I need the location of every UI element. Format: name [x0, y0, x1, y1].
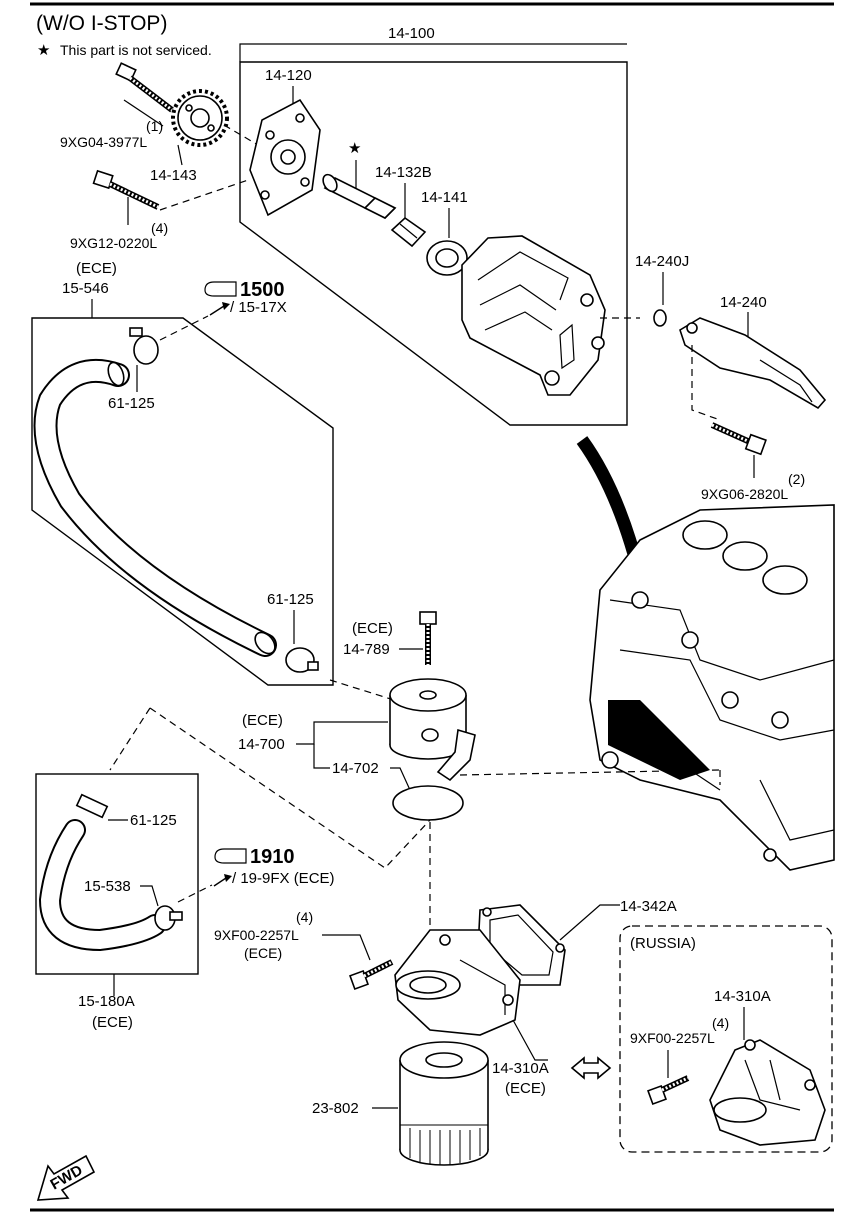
label-61-125-b[interactable]: 61-125: [267, 591, 314, 608]
ref-15-17x[interactable]: / 15-17X: [230, 299, 287, 316]
bolt-9xg06-2820l[interactable]: [710, 422, 767, 456]
label-15-546[interactable]: 15-546: [62, 280, 109, 297]
dash-sprocket: [223, 124, 259, 146]
ring-14-240j[interactable]: [653, 309, 667, 327]
leader-14-702: [390, 767, 411, 791]
group-box-14-100: [239, 61, 628, 426]
bolt-d-ece: (ECE): [352, 620, 393, 637]
hose-15-180a[interactable]: [38, 819, 166, 952]
cooler-ece: (ECE): [242, 712, 283, 729]
star-mark: ★: [348, 140, 361, 157]
bolt-e-ece: (ECE): [244, 945, 282, 961]
dash-hose-ref1: [159, 315, 209, 341]
shaft-part[interactable]: [320, 172, 397, 219]
label-14-132b[interactable]: 14-132B: [375, 164, 432, 181]
oil-cooler-14-700[interactable]: [389, 678, 476, 782]
label-9xg12-0220l[interactable]: 9XG12-0220L: [70, 235, 157, 251]
ref-1910[interactable]: 1910: [250, 846, 295, 868]
label-9xf00-2257l[interactable]: 9XF00-2257L: [214, 927, 299, 943]
clamp-61-125-bottom[interactable]: [75, 793, 109, 819]
dash-bottom-start: [109, 707, 151, 771]
label-14-702[interactable]: 14-702: [332, 760, 379, 777]
label-14-789[interactable]: 14-789: [343, 641, 390, 658]
bracket-14-240[interactable]: [679, 317, 827, 410]
clamp-15-538[interactable]: [154, 905, 183, 931]
hose-top-ece: (ECE): [76, 260, 117, 277]
leader-sprocket: [177, 144, 183, 166]
oil-pump-body[interactable]: [461, 235, 606, 396]
reference-icon-1500: [204, 281, 237, 297]
label-14-143[interactable]: 14-143: [150, 167, 197, 184]
label-61-125-c[interactable]: 61-125: [130, 812, 177, 829]
label-14-120[interactable]: 14-120: [265, 67, 312, 84]
reference-icon-1910: [214, 848, 247, 864]
dash-bottom-group: [149, 707, 431, 869]
group-box-15-180a: [35, 773, 199, 975]
dash-bolt-b: [159, 179, 249, 211]
label-14-700[interactable]: 14-700: [238, 736, 285, 753]
label-15-180a[interactable]: 15-180A: [78, 993, 135, 1010]
bolt-russia[interactable]: [647, 1075, 690, 1105]
dash-cooler-engine: [459, 769, 721, 776]
bolt-14-789[interactable]: [419, 611, 437, 665]
label-14-240j[interactable]: 14-240J: [635, 253, 689, 270]
diagram-title: (W/O I-STOP): [36, 12, 167, 35]
bolt-c-qty: (2): [788, 471, 805, 487]
label-14-141[interactable]: 14-141: [421, 189, 468, 206]
leader-bolt-a: [123, 99, 164, 127]
housing-ece: (ECE): [505, 1080, 546, 1097]
bolt-b-qty: (4): [151, 220, 168, 236]
note-text: This part is not serviced.: [60, 42, 212, 58]
label-9xf00-2257l-russia[interactable]: 9XF00-2257L: [630, 1030, 715, 1046]
group-box-15-546: [31, 317, 334, 686]
bracket-14-100: [239, 43, 627, 62]
engine-block[interactable]: [589, 504, 835, 871]
alternate-arrow: [570, 1056, 612, 1080]
bolt-a-qty: (1): [146, 118, 163, 134]
dash-hose-cooler: [329, 679, 411, 706]
bolt-9xg12-0220l[interactable]: [92, 169, 160, 210]
filter-housing-russia[interactable]: [709, 1039, 826, 1146]
bolt-e-qty: (4): [296, 909, 313, 925]
fwd-arrow-icon: [36, 1154, 96, 1201]
label-23-802[interactable]: 23-802: [312, 1100, 359, 1117]
leader-bolt-e: [322, 934, 371, 961]
russia-bolt-qty: (4): [712, 1015, 729, 1031]
leader-14-310a: [512, 1019, 548, 1061]
rotor-14-141[interactable]: [426, 240, 468, 276]
russia-label: (RUSSIA): [630, 935, 696, 952]
label-14-310a-russia[interactable]: 14-310A: [714, 988, 771, 1005]
label-14-100[interactable]: 14-100: [388, 25, 435, 42]
leader-14-700-b: [313, 744, 330, 769]
label-14-240[interactable]: 14-240: [720, 294, 767, 311]
star-symbol: ★: [37, 42, 50, 59]
group-box-russia: [619, 925, 833, 1153]
clamp-61-125-top[interactable]: [129, 327, 159, 365]
hose-15-546[interactable]: [33, 358, 279, 657]
dash-hose-ref2: [177, 884, 213, 903]
dash-bracket: [691, 345, 721, 421]
label-14-342a[interactable]: 14-342A: [620, 898, 677, 915]
label-9xg04-3977l[interactable]: 9XG04-3977L: [60, 134, 147, 150]
label-9xg06-2820l[interactable]: 9XG06-2820L: [701, 486, 788, 502]
bolt-9xf00-2257l[interactable]: [349, 959, 394, 990]
o-ring-14-702[interactable]: [392, 785, 464, 821]
pump-cover-14-120[interactable]: [249, 98, 321, 217]
spring-14-132b[interactable]: [390, 216, 427, 248]
filter-housing-14-310a[interactable]: [394, 929, 521, 1036]
ref-1500[interactable]: 1500: [240, 279, 285, 301]
ref-19-9fx[interactable]: / 19-9FX (ECE): [232, 870, 335, 887]
label-61-125-a[interactable]: 61-125: [108, 395, 155, 412]
leader-14-342a: [559, 904, 620, 941]
oil-filter-23-802[interactable]: [399, 1041, 489, 1166]
leader-15-538: [140, 885, 159, 907]
label-15-538[interactable]: 15-538: [84, 878, 131, 895]
hose-bottom-ece: (ECE): [92, 1014, 133, 1031]
label-14-310a[interactable]: 14-310A: [492, 1060, 549, 1077]
bolt-9xg04-3977l[interactable]: [115, 62, 174, 113]
leader-14-700-a: [296, 721, 388, 745]
sprocket-14-143[interactable]: [171, 89, 229, 147]
clamp-61-125-lower[interactable]: [285, 647, 319, 673]
